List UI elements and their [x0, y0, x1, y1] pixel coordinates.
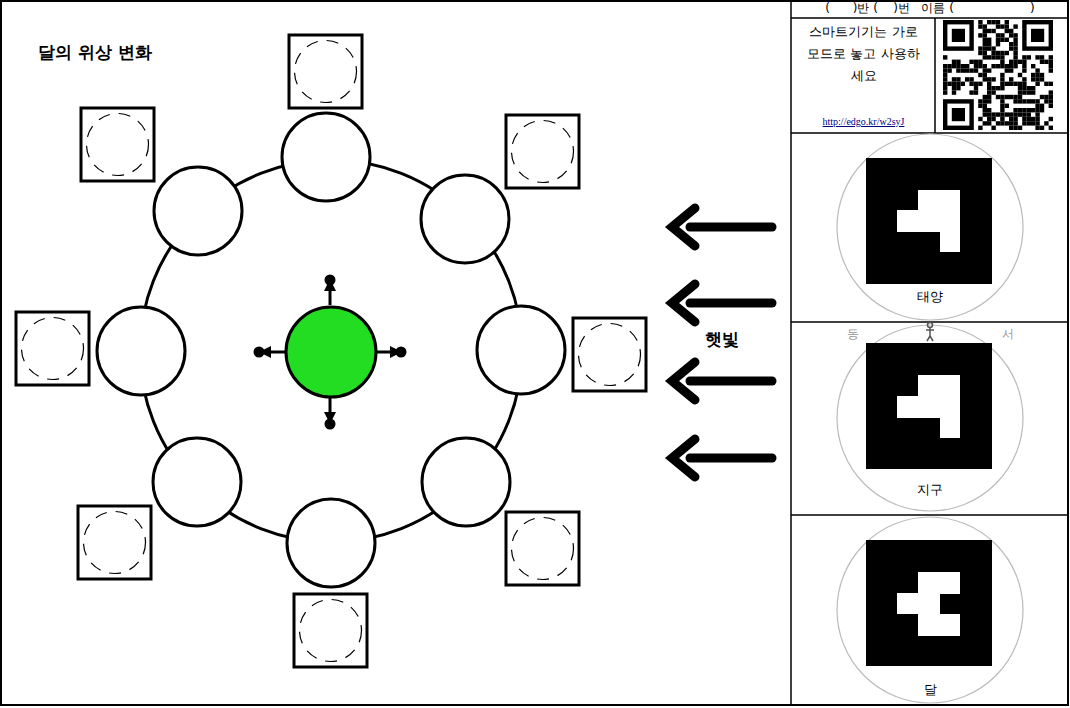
marker-label: 태양: [792, 288, 1068, 306]
name-field: ( )반 ( )번 이름 ( ): [792, 0, 1068, 16]
instruction-text: 스마트기기는 가로 모드로 놓고 사용하세요: [792, 19, 935, 87]
direction-label: 서: [1000, 326, 1016, 343]
marker-cell: 태양: [792, 134, 1068, 322]
marker-cell: 지구: [792, 323, 1068, 515]
marker-label: 지구: [792, 481, 1068, 499]
direction-label: 동: [845, 326, 861, 343]
marker-cell: 달: [792, 516, 1068, 705]
url-link: http://edgo.kr/w2syJ: [792, 116, 935, 127]
marker-label: 달: [792, 681, 1068, 699]
instruction-cell: 스마트기기는 가로 모드로 놓고 사용하세요 http://edgo.kr/w2s…: [792, 19, 935, 133]
diagram-title: 달의 위상 변화: [38, 41, 152, 64]
name-header: ( )반 ( )번 이름 ( ): [792, 0, 1068, 18]
sunlight-label: 햇빛: [703, 328, 741, 351]
